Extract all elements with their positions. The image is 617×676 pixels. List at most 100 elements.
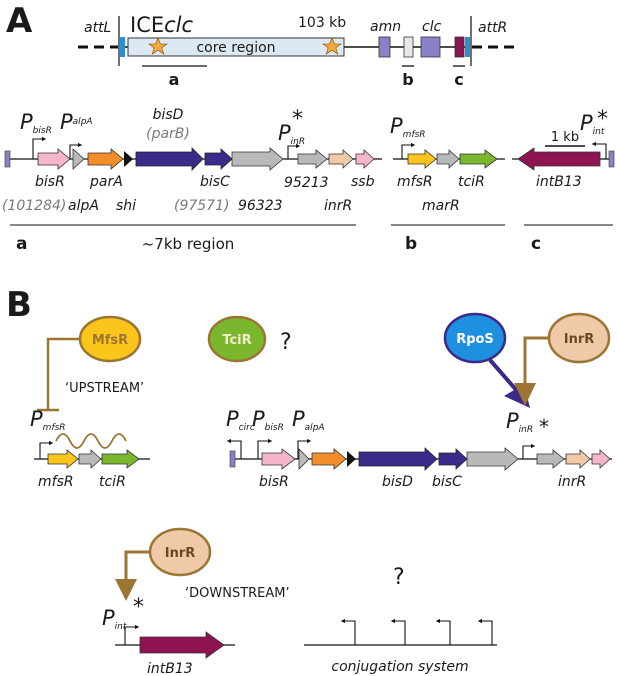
gene-bisD-arrow [135,147,204,171]
b-box [403,36,414,58]
attR-label: attR [478,20,507,36]
gene-bisD-arrow-b [358,447,438,471]
promoter-inR-label-b: PinR [506,409,533,435]
gene-95213-label: 95213 [284,175,329,191]
gene-intB13-arrow [517,147,601,171]
map-mark-b: b [402,70,413,89]
promoter-inR-label: PinR [278,121,305,147]
promoter-circ-label: Pcirc [226,407,255,433]
ice-clc-title: ICEclc [130,13,194,37]
promoter-mfsR-arrow-b [39,440,54,459]
gene-tciR-label-a: tciR [458,174,485,190]
region-a-letter: a [16,234,27,254]
gene-alpA-arrow-b [298,448,310,470]
gene-ssb-label: ssb [351,174,375,190]
node-mfsR-label: MfsR [92,333,128,348]
gene-intB13-label-b: intB13 [147,661,193,676]
gene-95213-arrow-b [536,449,565,469]
gene-parA-arrow [87,148,124,170]
promoter-inR-arrow-b [522,443,536,459]
gene-bisC-arrow-b [438,448,468,470]
gene-bisD-label-b: bisD [382,474,413,490]
gene-bisR-arrow [37,148,71,170]
promoter-circ-arrow [226,438,242,459]
promoter-alpA-label-b: PalpA [292,407,325,433]
gene-alpA-arrow [72,148,85,170]
panel-label-a: A [6,1,33,41]
gene-intB13-arrow-b [139,631,225,659]
region-c-operon [512,141,615,226]
gene-mfsR-arrow-b [47,449,79,469]
gene-bisR-label: bisR [35,174,65,190]
core-region-label: core region [196,40,275,56]
gene-shi-arrow [124,151,133,167]
gene-ssb-arrow [355,149,375,169]
gene-tciR-arrow-b [101,449,140,469]
promoter-mfsR-arrow [401,142,416,159]
gene-parA-label: parA [89,174,123,190]
gene-shi-arrow-b [347,451,356,467]
ice-map [78,16,520,67]
attR-site [465,37,470,57]
promoter-int-star-a: * [597,107,608,132]
gene-inrR-label: inrR [324,198,352,214]
gene-inrR-label-b: inrR [558,474,586,490]
panel-label-b: B [6,285,32,325]
downstream-label: ‘DOWNSTREAM’ [185,586,290,601]
gene-inrR-arrow-b [565,449,591,469]
promoter-alpA-label: PalpA [60,110,93,134]
promoter-int-arrow [591,141,607,159]
ice-size-label: 103 kb [298,15,346,31]
region-c-letter: c [531,234,541,254]
gene-marR-arrow [436,149,460,169]
gene-tciR-label-b: tciR [99,474,126,490]
inrR-activation-head-bottom [115,579,137,601]
gene-96323-arrow [231,147,284,171]
map-mark-c: c [454,70,463,89]
gene-96323-arrow-b [466,447,519,471]
circ-end-marker [229,450,236,468]
attL-label: attL [84,20,111,36]
conjugation-promoter-1 [340,618,356,645]
promoter-bisR-label: PbisR [20,110,52,136]
region-a-end-marker [4,150,11,168]
gene-bisD-label: bisD [153,107,184,123]
mfsR-operon [34,433,150,469]
gene-parA-arrow-b [311,448,347,470]
core-star-left [148,37,168,55]
mfsR-transcript-wave [55,433,127,449]
promoter-inR-arrow [287,143,301,159]
region-a-operon [4,136,382,226]
gene-95213-arrow [297,149,328,169]
region-c-end-marker [608,150,615,168]
gene-marR-label: marR [422,198,460,214]
core-star-right [322,37,342,55]
gene-mfsR-label-a: mfsR [397,174,433,190]
node-rpoS [443,312,507,364]
clc-label: clc [422,19,442,35]
promoter-bisR-label-b: PbisR [252,407,284,433]
mfsR-repression-edge [46,337,80,410]
inrR-activation-head-top [514,383,536,406]
gene-bisR-label-b: bisR [259,474,289,490]
node-tciR [207,315,267,363]
scale-bar-label: 1 kb [551,130,579,145]
gene-bisR-arrow-b [261,448,296,470]
gene-mfsR-arrow [407,149,437,169]
gene-101284-label: (101284) [2,198,66,214]
promoter-inR-star-b: * [539,415,549,439]
clc-box [420,36,441,58]
gene-bisC-arrow [204,148,233,170]
gene-mfsR-label-b: mfsR [38,474,74,490]
promoter-bisR-arrow-b [257,438,273,459]
conjugation-system-label: conjugation system [331,659,468,675]
gene-tciR-arrow [459,149,498,169]
amn-label: amn [370,19,401,35]
conjugation-promoter-4 [477,618,493,645]
tciR-question-mark: ? [280,330,292,355]
conjugation-question-mark: ? [393,565,405,590]
promoter-int-star-b: * [133,595,144,620]
intB13-operon [115,624,235,659]
gene-inrR-arrow [328,149,354,169]
